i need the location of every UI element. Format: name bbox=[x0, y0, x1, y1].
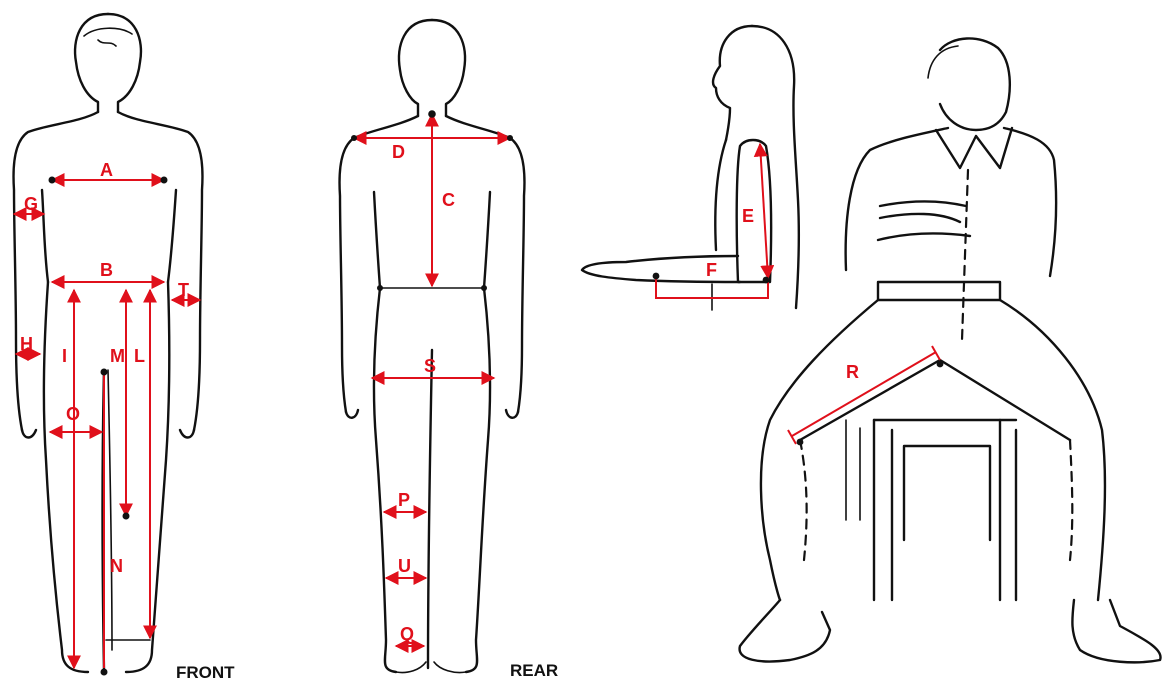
measure-label-A: A bbox=[100, 160, 113, 180]
measure-label-G: G bbox=[24, 194, 38, 214]
measure-label-E: E bbox=[742, 206, 754, 226]
measure-label-P: P bbox=[398, 490, 410, 510]
side-arm-figure bbox=[582, 26, 799, 310]
measure-label-O: O bbox=[66, 404, 80, 424]
rear-measurements: D C S P U Q REAR bbox=[351, 110, 558, 680]
measure-label-H: H bbox=[20, 334, 33, 354]
measure-label-M: M bbox=[110, 346, 125, 366]
measure-line-R bbox=[792, 352, 936, 436]
measure-label-S: S bbox=[424, 356, 436, 376]
measure-label-N: N bbox=[110, 556, 123, 576]
seated-figure bbox=[740, 38, 1161, 662]
view-label-front: FRONT bbox=[176, 663, 235, 682]
measure-label-Q: Q bbox=[400, 624, 414, 644]
measure-label-B: B bbox=[100, 260, 113, 280]
front-figure bbox=[14, 14, 203, 672]
arm-measurements: E F bbox=[653, 144, 770, 298]
measure-label-D: D bbox=[392, 142, 405, 162]
measure-label-L: L bbox=[134, 346, 145, 366]
measure-label-T: T bbox=[178, 280, 189, 300]
measure-label-F: F bbox=[706, 260, 717, 280]
view-label-rear: REAR bbox=[510, 661, 558, 680]
measure-label-C: C bbox=[442, 190, 455, 210]
measure-label-U: U bbox=[398, 556, 411, 576]
measure-label-R: R bbox=[846, 362, 859, 382]
measure-label-I: I bbox=[62, 346, 67, 366]
measure-line-E bbox=[760, 144, 768, 278]
